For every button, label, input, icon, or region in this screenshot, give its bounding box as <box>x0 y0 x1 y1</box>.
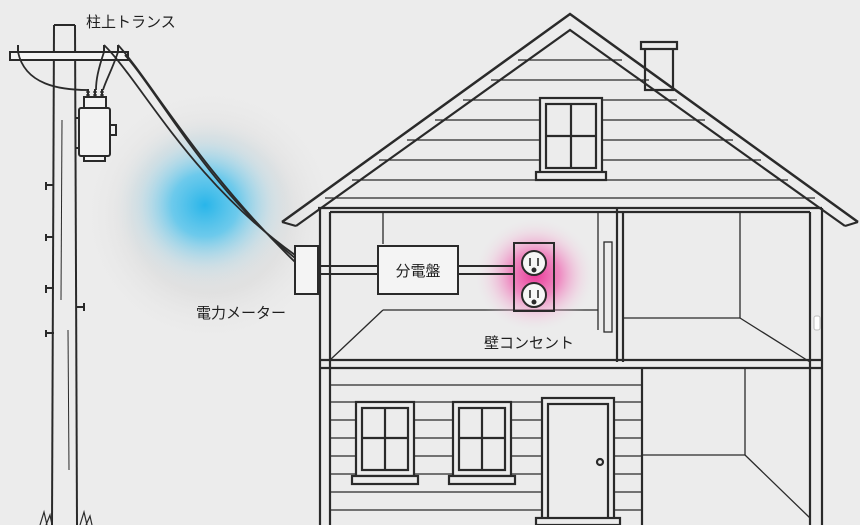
label-distribution-panel: 分電盤 <box>395 262 440 280</box>
transformer-glow <box>110 115 300 295</box>
label-pole-transformer: 柱上トランス <box>86 13 176 31</box>
light-switch-icon <box>814 316 820 330</box>
electric-meter-box <box>295 246 318 294</box>
label-electric-meter: 電力メーター <box>196 304 286 322</box>
pole-transformer <box>75 89 116 161</box>
label-wall-outlet: 壁コンセント <box>484 334 574 352</box>
